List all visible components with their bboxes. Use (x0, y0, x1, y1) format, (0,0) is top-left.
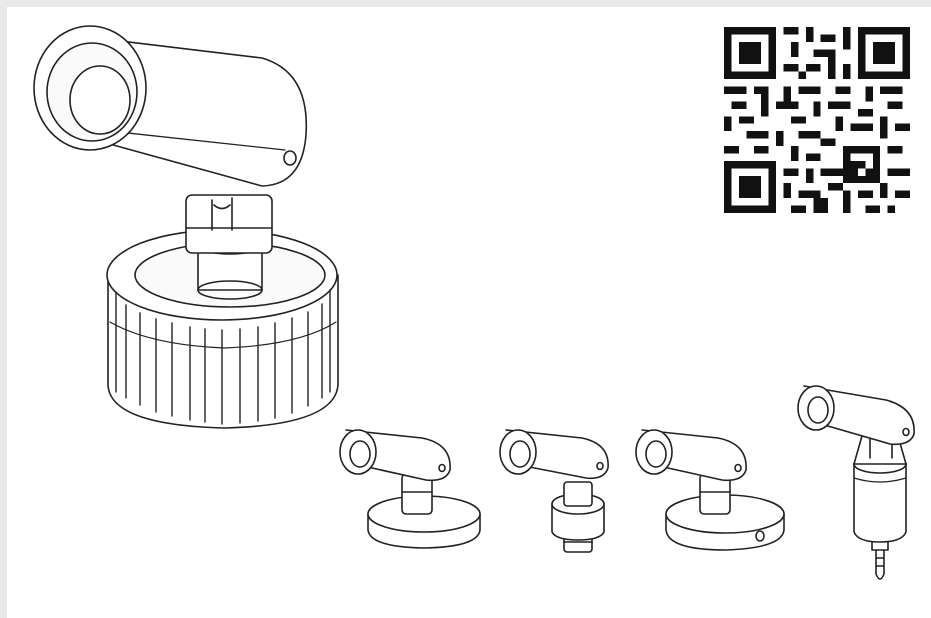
qr-code (724, 27, 910, 213)
stem (185, 194, 273, 300)
variant-jack-plug (797, 385, 915, 580)
spotlight-head (33, 25, 308, 187)
variant-threaded-stem (499, 429, 609, 553)
main-spotlight (33, 25, 339, 429)
top-border (0, 0, 931, 7)
knurled-base (106, 229, 339, 429)
variant-disc-base-setscrew (635, 429, 785, 551)
left-border (0, 0, 7, 618)
variant-disc-base (339, 429, 481, 549)
